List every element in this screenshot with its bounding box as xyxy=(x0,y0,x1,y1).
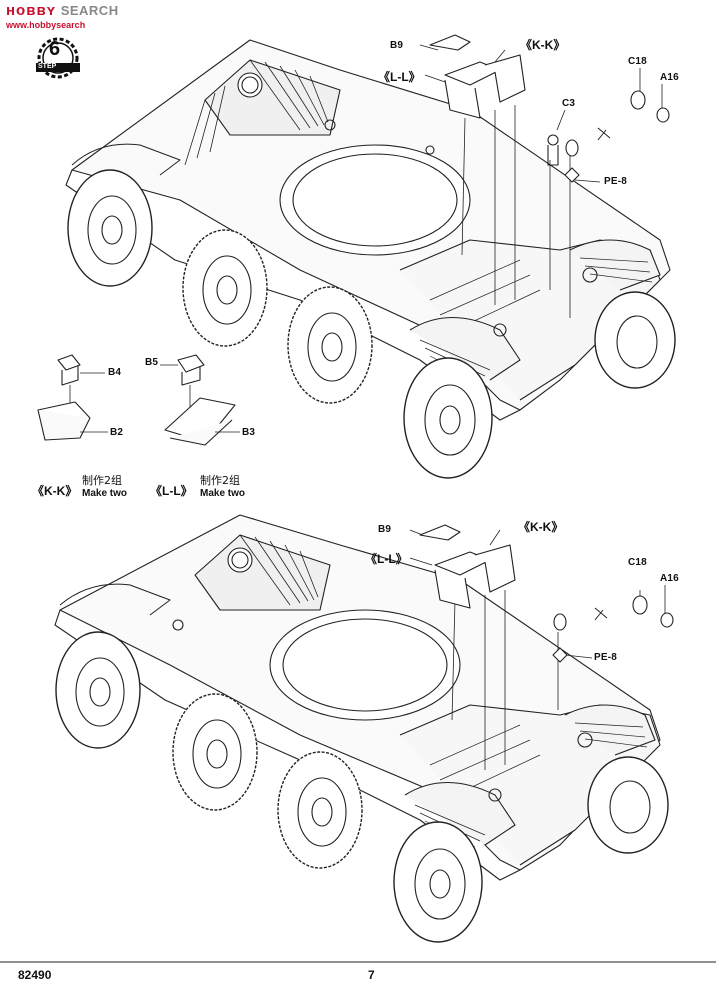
label-b2: B2 xyxy=(110,427,124,438)
label-a16-bottom: A16 xyxy=(660,573,679,584)
label-b4: B4 xyxy=(108,367,122,378)
label-ll-sub: 《L-L》 xyxy=(150,484,193,498)
step-number: 6 xyxy=(49,38,61,60)
top-vehicle-wheels xyxy=(67,169,676,479)
bottom-vehicle-hull xyxy=(54,514,661,881)
watermark-search: SEARCH xyxy=(60,3,119,18)
top-vehicle-hull xyxy=(65,39,671,421)
ll-make-two-en: Make two xyxy=(200,488,246,499)
label-c3-top: C3 xyxy=(562,98,576,109)
label-pe8-top: PE-8 xyxy=(604,176,628,187)
kk-make-two-en: Make two xyxy=(82,488,128,499)
top-callout-lines xyxy=(419,44,663,318)
label-b5: B5 xyxy=(145,357,159,368)
label-kk-bottom: 《K-K》 xyxy=(518,520,564,534)
watermark-main: ʜᴏʙʙʏ xyxy=(6,2,57,19)
product-code: 82490 xyxy=(18,968,52,982)
bottom-vehicle-wheels xyxy=(55,631,669,943)
label-c18-bottom: C18 xyxy=(628,557,647,568)
sub-assembly-ll-drawing xyxy=(160,354,240,446)
step-gear-icon xyxy=(36,37,80,79)
watermark-logo: ʜᴏʙʙʏ SEARCH xyxy=(6,2,119,20)
label-ll-top: 《L-L》 xyxy=(378,70,421,84)
sub-assembly-kk-drawing xyxy=(37,354,108,441)
kk-make-two-cn: 制作2组 xyxy=(82,474,122,487)
label-b9-bottom: B9 xyxy=(378,524,392,535)
bottom-callout-lines xyxy=(409,529,666,770)
label-b3: B3 xyxy=(242,427,256,438)
label-pe8-bottom: PE-8 xyxy=(594,652,618,663)
label-c18-top: C18 xyxy=(628,56,647,67)
label-b9-top: B9 xyxy=(390,40,404,51)
label-a16-top: A16 xyxy=(660,72,679,83)
step-badge: 6 STEP xyxy=(34,36,82,80)
step-word: STEP xyxy=(38,63,57,70)
page-number: 7 xyxy=(368,968,375,982)
label-kk-sub: 《K-K》 xyxy=(32,484,78,498)
label-kk-top: 《K-K》 xyxy=(520,38,566,52)
top-exploded-parts xyxy=(429,34,670,183)
label-ll-bottom: 《L-L》 xyxy=(365,552,408,566)
watermark-sub: www.hobbysearch xyxy=(6,20,86,30)
bottom-exploded-parts xyxy=(419,524,674,663)
ll-make-two-cn: 制作2组 xyxy=(200,474,240,487)
